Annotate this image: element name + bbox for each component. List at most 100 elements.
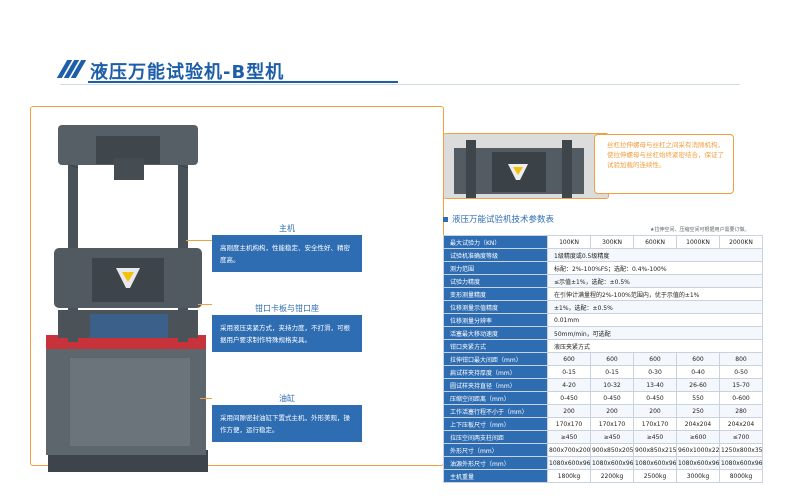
table-row: 位移测量分辨率 0.01mm xyxy=(443,313,763,327)
spec-title: 液压万能试验机技术参数表 xyxy=(443,213,554,225)
spec-cell: 1250x800x3500 xyxy=(719,443,763,457)
spec-cell: 0-30 xyxy=(633,365,677,379)
spec-cell: ≥450 xyxy=(633,430,677,444)
spec-cell: 300KN xyxy=(590,235,634,249)
spec-cell: 200 xyxy=(547,404,591,418)
header-divider xyxy=(60,84,740,85)
spec-cell: 0-450 xyxy=(547,391,591,405)
spec-cell: ≥600 xyxy=(676,430,720,444)
spec-cell: 200 xyxy=(590,404,634,418)
spec-cell: 800 xyxy=(719,352,763,366)
spec-cell: 2000KN xyxy=(719,235,763,249)
spec-cell: 0-450 xyxy=(633,391,677,405)
spec-cell: 标配：2%-100%FS；选配：0.4%-100% xyxy=(547,261,763,275)
detail-note: 丝杠拉伸螺母与丝杠之间采有消隙机构，使拉伸螺母与丝杠始终紧密结合，保证了试验加载… xyxy=(594,134,734,194)
table-row: 拉压空间两支柱间距 ≥450 ≥450 ≥450 ≥600 ≤700 xyxy=(443,430,763,444)
table-row: 变形测量精度 在引伸计满量程的2%-100%范围内，优于示值的±1% xyxy=(443,287,763,301)
table-row: 外形尺寸（mm） 800x700x2000 900x850x2050 900x8… xyxy=(443,443,763,457)
callout-connector-mid xyxy=(198,304,212,305)
spec-cell: 800x700x2000 xyxy=(547,443,591,457)
table-row: 位移测量示值精度 ±1%，选配：±0.5% xyxy=(443,300,763,314)
spec-row-label: 位移测量示值精度 xyxy=(443,300,548,314)
spec-cell: 液压夹紧方式 xyxy=(547,339,763,353)
detail-zoom-illustration xyxy=(444,134,608,198)
spec-cell: 170x170 xyxy=(590,417,634,431)
table-row: 活塞最大移动速度 50mm/min，可选配 xyxy=(443,326,763,340)
spec-cell: 2200kg xyxy=(590,469,634,483)
table-row: 最大试验力（KN） 100KN 300KN 600KN 1000KN 2000K… xyxy=(443,235,763,249)
spec-cell: 0-15 xyxy=(590,365,634,379)
spec-cell: 1080x600x960 xyxy=(590,456,634,470)
spec-row-label: 主机重量 xyxy=(443,469,548,483)
spec-cell: 0-600 xyxy=(719,391,763,405)
spec-cell: 550 xyxy=(676,391,720,405)
table-row: 试验力精度 ≤示值±1%，选配：±0.5% xyxy=(443,274,763,288)
table-row: 主机重量 1800kg 2200kg 2500kg 3000kg 8000kg xyxy=(443,469,763,483)
spec-cell: 0-50 xyxy=(719,365,763,379)
spec-row-label: 变形测量精度 xyxy=(443,287,548,301)
spec-cell: 960x1000x2200 xyxy=(676,443,720,457)
callout-main-body: 高刚度主机构构，性能稳定、安全性好、精密度高。 xyxy=(212,236,362,272)
spec-cell: 1080x600x960 xyxy=(547,456,591,470)
spec-cell: ≥450 xyxy=(547,430,591,444)
table-row: 拉伸钳口最大间距（mm） 600 600 600 600 800 xyxy=(443,352,763,366)
spec-cell: 在引伸计满量程的2%-100%范围内，优于示值的±1% xyxy=(547,287,763,301)
spec-cell: 10-32 xyxy=(590,378,634,392)
spec-cell: 0-15 xyxy=(547,365,591,379)
spec-cell: 2500kg xyxy=(633,469,677,483)
callout-cylinder-body: 采用间隙密封油缸下置式主机，外形美观，操作方便，运行稳定。 xyxy=(212,406,362,442)
callout-main-title: 主机 xyxy=(212,222,362,236)
spec-cell: 1080x600x960 xyxy=(676,456,720,470)
spec-cell: 600KN xyxy=(633,235,677,249)
table-row: 圆试样夹持直径（mm） 4-20 10-32 13-40 26-60 15-70 xyxy=(443,378,763,392)
spec-cell: 3000kg xyxy=(676,469,720,483)
spec-cell: 1080x600x960 xyxy=(633,456,677,470)
spec-row-label: 拉伸钳口最大间距（mm） xyxy=(443,352,548,366)
spec-row-label: 上下压板尺寸（mm） xyxy=(443,417,548,431)
spec-row-label: 压缩空间距离（mm） xyxy=(443,391,548,405)
spec-cell: 50mm/min，可选配 xyxy=(547,326,763,340)
spec-cell: 170x170 xyxy=(633,417,677,431)
spec-cell: 900x850x2050 xyxy=(590,443,634,457)
spec-note: ★拉伸空间、压缩空间可根据用户需要订做。 xyxy=(650,227,750,233)
spec-cell: 0-450 xyxy=(590,391,634,405)
spec-cell: 26-60 xyxy=(676,378,720,392)
spec-cell: 13-40 xyxy=(633,378,677,392)
table-row: 扁试样夹持厚度（mm） 0-15 0-15 0-30 0-40 0-50 xyxy=(443,365,763,379)
spec-row-label: 活塞最大移动速度 xyxy=(443,326,548,340)
header-stripes-icon xyxy=(56,60,87,78)
spec-cell: 1080x600x960 xyxy=(719,456,763,470)
spec-cell: 600 xyxy=(547,352,591,366)
spec-row-label: 工作活塞行程不小于（mm） xyxy=(443,404,548,418)
callout-jaws: 钳口卡板与钳口座 采用液压夹紧方式，夹持力度，不打滑，可根据用户要求制作特殊规格… xyxy=(212,302,362,352)
spec-cell: 15-70 xyxy=(719,378,763,392)
spec-cell: 200 xyxy=(633,404,677,418)
spec-cell: 600 xyxy=(590,352,634,366)
callout-main: 主机 高刚度主机构构，性能稳定、安全性好、精密度高。 xyxy=(212,222,362,272)
table-row: 压缩空间距离（mm） 0-450 0-450 0-450 550 0-600 xyxy=(443,391,763,405)
callout-connector-bottom xyxy=(200,398,212,399)
spec-cell: 4-20 xyxy=(547,378,591,392)
callout-jaws-body: 采用液压夹紧方式，夹持力度，不打滑，可根据用户要求制作特殊规格夹具。 xyxy=(212,316,362,352)
table-row: 油源外形尺寸（mm） 1080x600x960 1080x600x960 108… xyxy=(443,456,763,470)
table-row: 试验机准确度等级 1级精度或0.5级精度 xyxy=(443,248,763,262)
spec-row-label: 试验机准确度等级 xyxy=(443,248,548,262)
spec-cell: 170x170 xyxy=(547,417,591,431)
table-row: 上下压板尺寸（mm） 170x170 170x170 170x170 204x2… xyxy=(443,417,763,431)
spec-row-label: 油源外形尺寸（mm） xyxy=(443,456,548,470)
spec-cell: 600 xyxy=(633,352,677,366)
spec-cell: 600 xyxy=(676,352,720,366)
spec-cell: 100KN xyxy=(547,235,591,249)
spec-cell: 1级精度或0.5级精度 xyxy=(547,248,763,262)
spec-row-label: 外形尺寸（mm） xyxy=(443,443,548,457)
callout-cylinder-title: 油缸 xyxy=(212,392,362,406)
spec-cell: 204x204 xyxy=(676,417,720,431)
detail-zoom-image xyxy=(443,133,609,199)
spec-cell: 0-40 xyxy=(676,365,720,379)
spec-row-label: 试验力精度 xyxy=(443,274,548,288)
table-row: 测力范围 标配：2%-100%FS；选配：0.4%-100% xyxy=(443,261,763,275)
header-rule xyxy=(88,81,398,83)
spec-row-label: 位移测量分辨率 xyxy=(443,313,548,327)
spec-row-label: 测力范围 xyxy=(443,261,548,275)
spec-row-label: 最大试验力（KN） xyxy=(443,235,548,249)
